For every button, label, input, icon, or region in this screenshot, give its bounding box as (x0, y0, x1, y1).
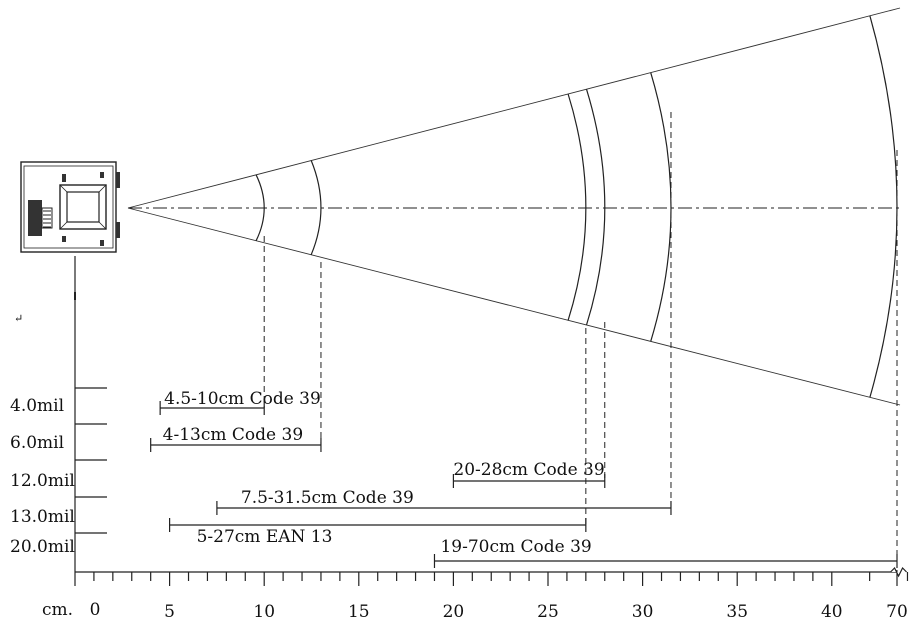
stray-return-mark: ↵ (14, 312, 23, 325)
axis-tick-label: 10 (253, 602, 275, 622)
axis-tick-label: 30 (632, 602, 654, 622)
device-side-tab (116, 172, 120, 188)
device-screw (100, 172, 104, 178)
range-arc (869, 15, 898, 398)
range-bar-label: 19-70cm Code 39 (440, 537, 591, 557)
resolution-label: 13.0mil (10, 507, 75, 527)
device-led (62, 174, 66, 182)
axis-tick-label: 5 (164, 602, 175, 622)
scanner-device (20, 161, 120, 572)
axis-tick-label: 35 (726, 602, 748, 622)
axis-break-zigzag (890, 566, 907, 578)
distance-axis: cm. 0 5 10 15 20 25 30 35 40 70 (42, 566, 909, 622)
range-arc (255, 174, 265, 241)
range-bar-label: 4.5-10cm Code 39 (164, 389, 321, 409)
device-lens-corner (59, 184, 68, 193)
axis-unit-label: cm. (42, 600, 73, 620)
device-connector (28, 200, 42, 236)
resolution-labels: 4.0mil 6.0mil 12.0mil 13.0mil 20.0mil (10, 396, 75, 557)
axis-tick-label: 0 (90, 600, 101, 620)
resolution-label: 20.0mil (10, 537, 75, 557)
device-screw (62, 236, 66, 242)
range-bar-label: 4-13cm Code 39 (163, 425, 303, 445)
scan-cone (127, 7, 901, 406)
axis-tick-label: 40 (821, 602, 843, 622)
device-screw (100, 240, 104, 246)
axis-tick-label: 20 (443, 602, 465, 622)
resolution-label: 4.0mil (10, 396, 64, 416)
range-arc (650, 72, 672, 342)
device-sensor-housing (59, 184, 107, 230)
range-bar-label: 7.5-31.5cm Code 39 (241, 488, 414, 508)
device-side-tab (116, 222, 120, 238)
device-inner-frame (23, 165, 114, 249)
axis-tick-label: 70 (886, 602, 908, 622)
axis-tick-label: 15 (348, 602, 370, 622)
axis-tick-label: 25 (537, 602, 559, 622)
device-lens (66, 191, 100, 223)
device-connector-pins (41, 207, 53, 229)
device-lens-corner (98, 184, 107, 193)
cone-lower-edge (127, 207, 901, 406)
range-bars: 4.5-10cm Code 39 4-13cm Code 39 20-28cm Co… (75, 112, 898, 572)
cone-upper-edge (127, 7, 901, 209)
resolution-label: 12.0mil (10, 471, 75, 491)
range-bar-label: 20-28cm Code 39 (453, 460, 604, 480)
device-lens-corner (98, 221, 107, 230)
range-bar-label: 5-27cm EAN 13 (197, 527, 333, 547)
range-arc (585, 89, 606, 326)
range-arc (567, 93, 587, 321)
resolution-label: 6.0mil (10, 433, 64, 453)
range-arc (310, 160, 322, 255)
device-lens-corner (59, 221, 68, 230)
